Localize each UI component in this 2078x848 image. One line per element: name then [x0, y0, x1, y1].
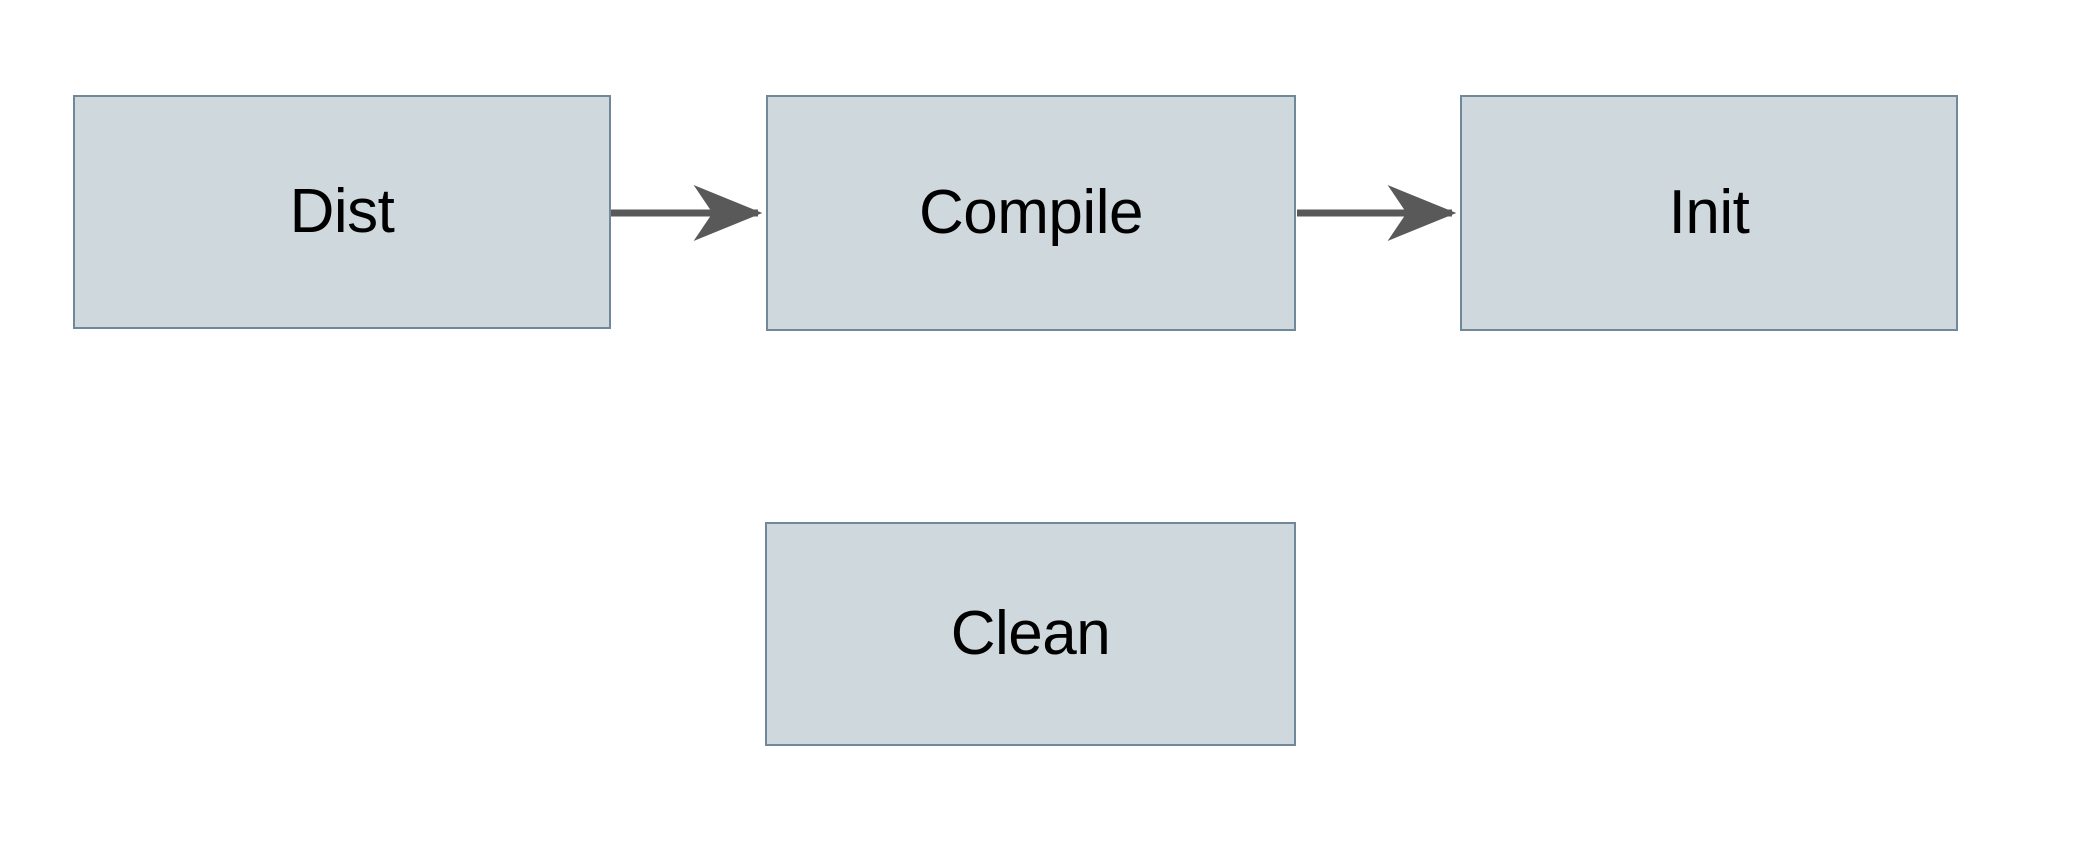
node-compile-label: Compile [919, 178, 1143, 247]
node-clean-label: Clean [950, 599, 1111, 668]
node-dist[interactable]: Dist [73, 95, 611, 329]
node-clean[interactable]: Clean [765, 522, 1296, 746]
node-dist-label: Dist [289, 177, 395, 246]
node-init[interactable]: Init [1460, 95, 1958, 331]
node-init-label: Init [1668, 178, 1750, 247]
node-compile[interactable]: Compile [766, 95, 1296, 331]
